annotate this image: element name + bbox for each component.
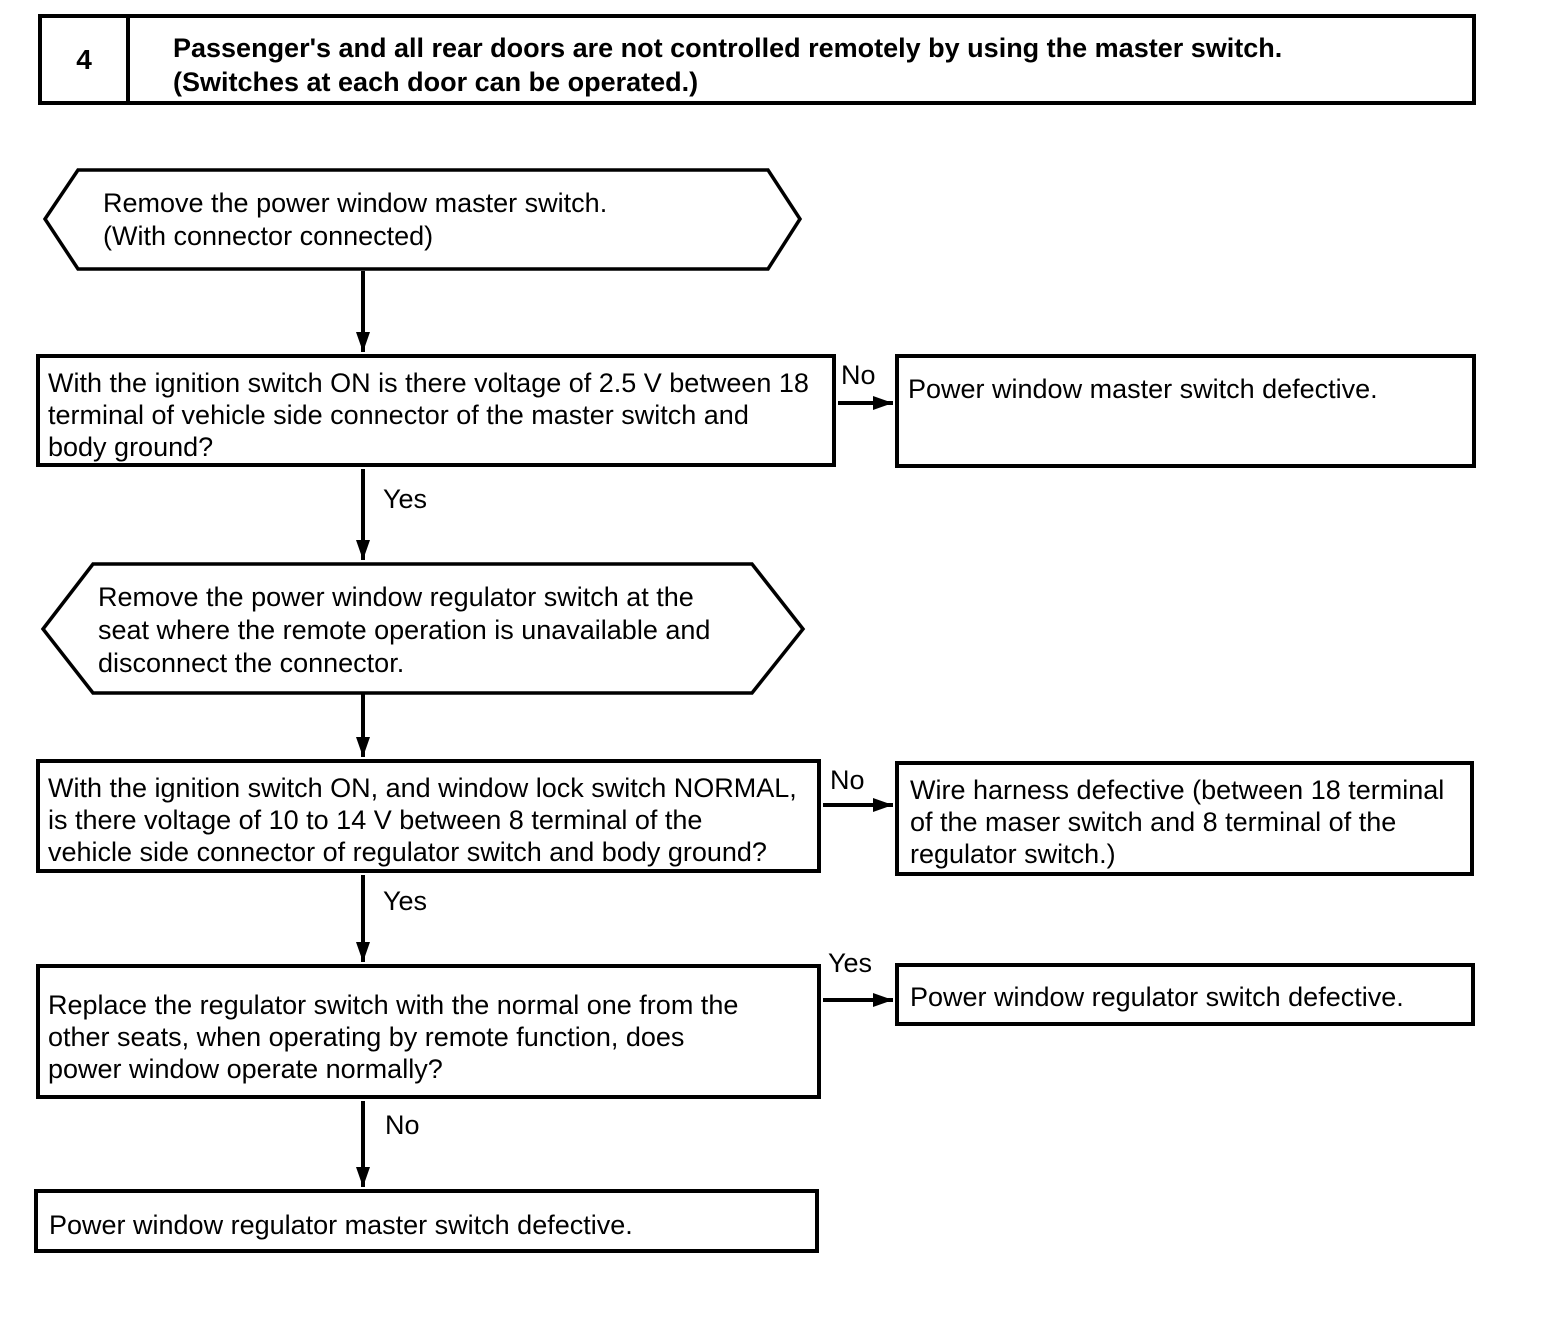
hexagon-step-1 [42,168,803,271]
result1-box: Power window master switch defective. [895,354,1476,468]
decision2-no-label: No [830,765,865,795]
decision1-yes-label: Yes [383,484,428,514]
result3-box: Power window regulator switch defective. [895,963,1475,1026]
decision2-box: With the ignition switch ON, and window … [36,759,821,873]
result4-box: Power window regulator master switch def… [34,1189,819,1253]
problem-title: Passenger's and all rear doors are not c… [173,33,1283,97]
decision3-box: Replace the regulator switch with the no… [36,964,821,1099]
problem-header: 4 Passenger's and all rear doors are not… [38,14,1476,105]
decision3-no-label: No [385,1110,420,1140]
step1-text: Remove the power window master switch. (… [103,188,608,251]
decision2-yes-label: Yes [383,886,428,916]
decision1-no-label: No [841,360,876,390]
result2-box: Wire harness defective (between 18 termi… [895,761,1474,876]
step2-text: Remove the power window regulator switch… [98,582,711,678]
decision1-box: With the ignition switch ON is there vol… [36,354,836,467]
decision3-yes-label: Yes [828,948,873,978]
problem-number: 4 [42,18,130,101]
hexagon-step-2 [40,562,806,695]
